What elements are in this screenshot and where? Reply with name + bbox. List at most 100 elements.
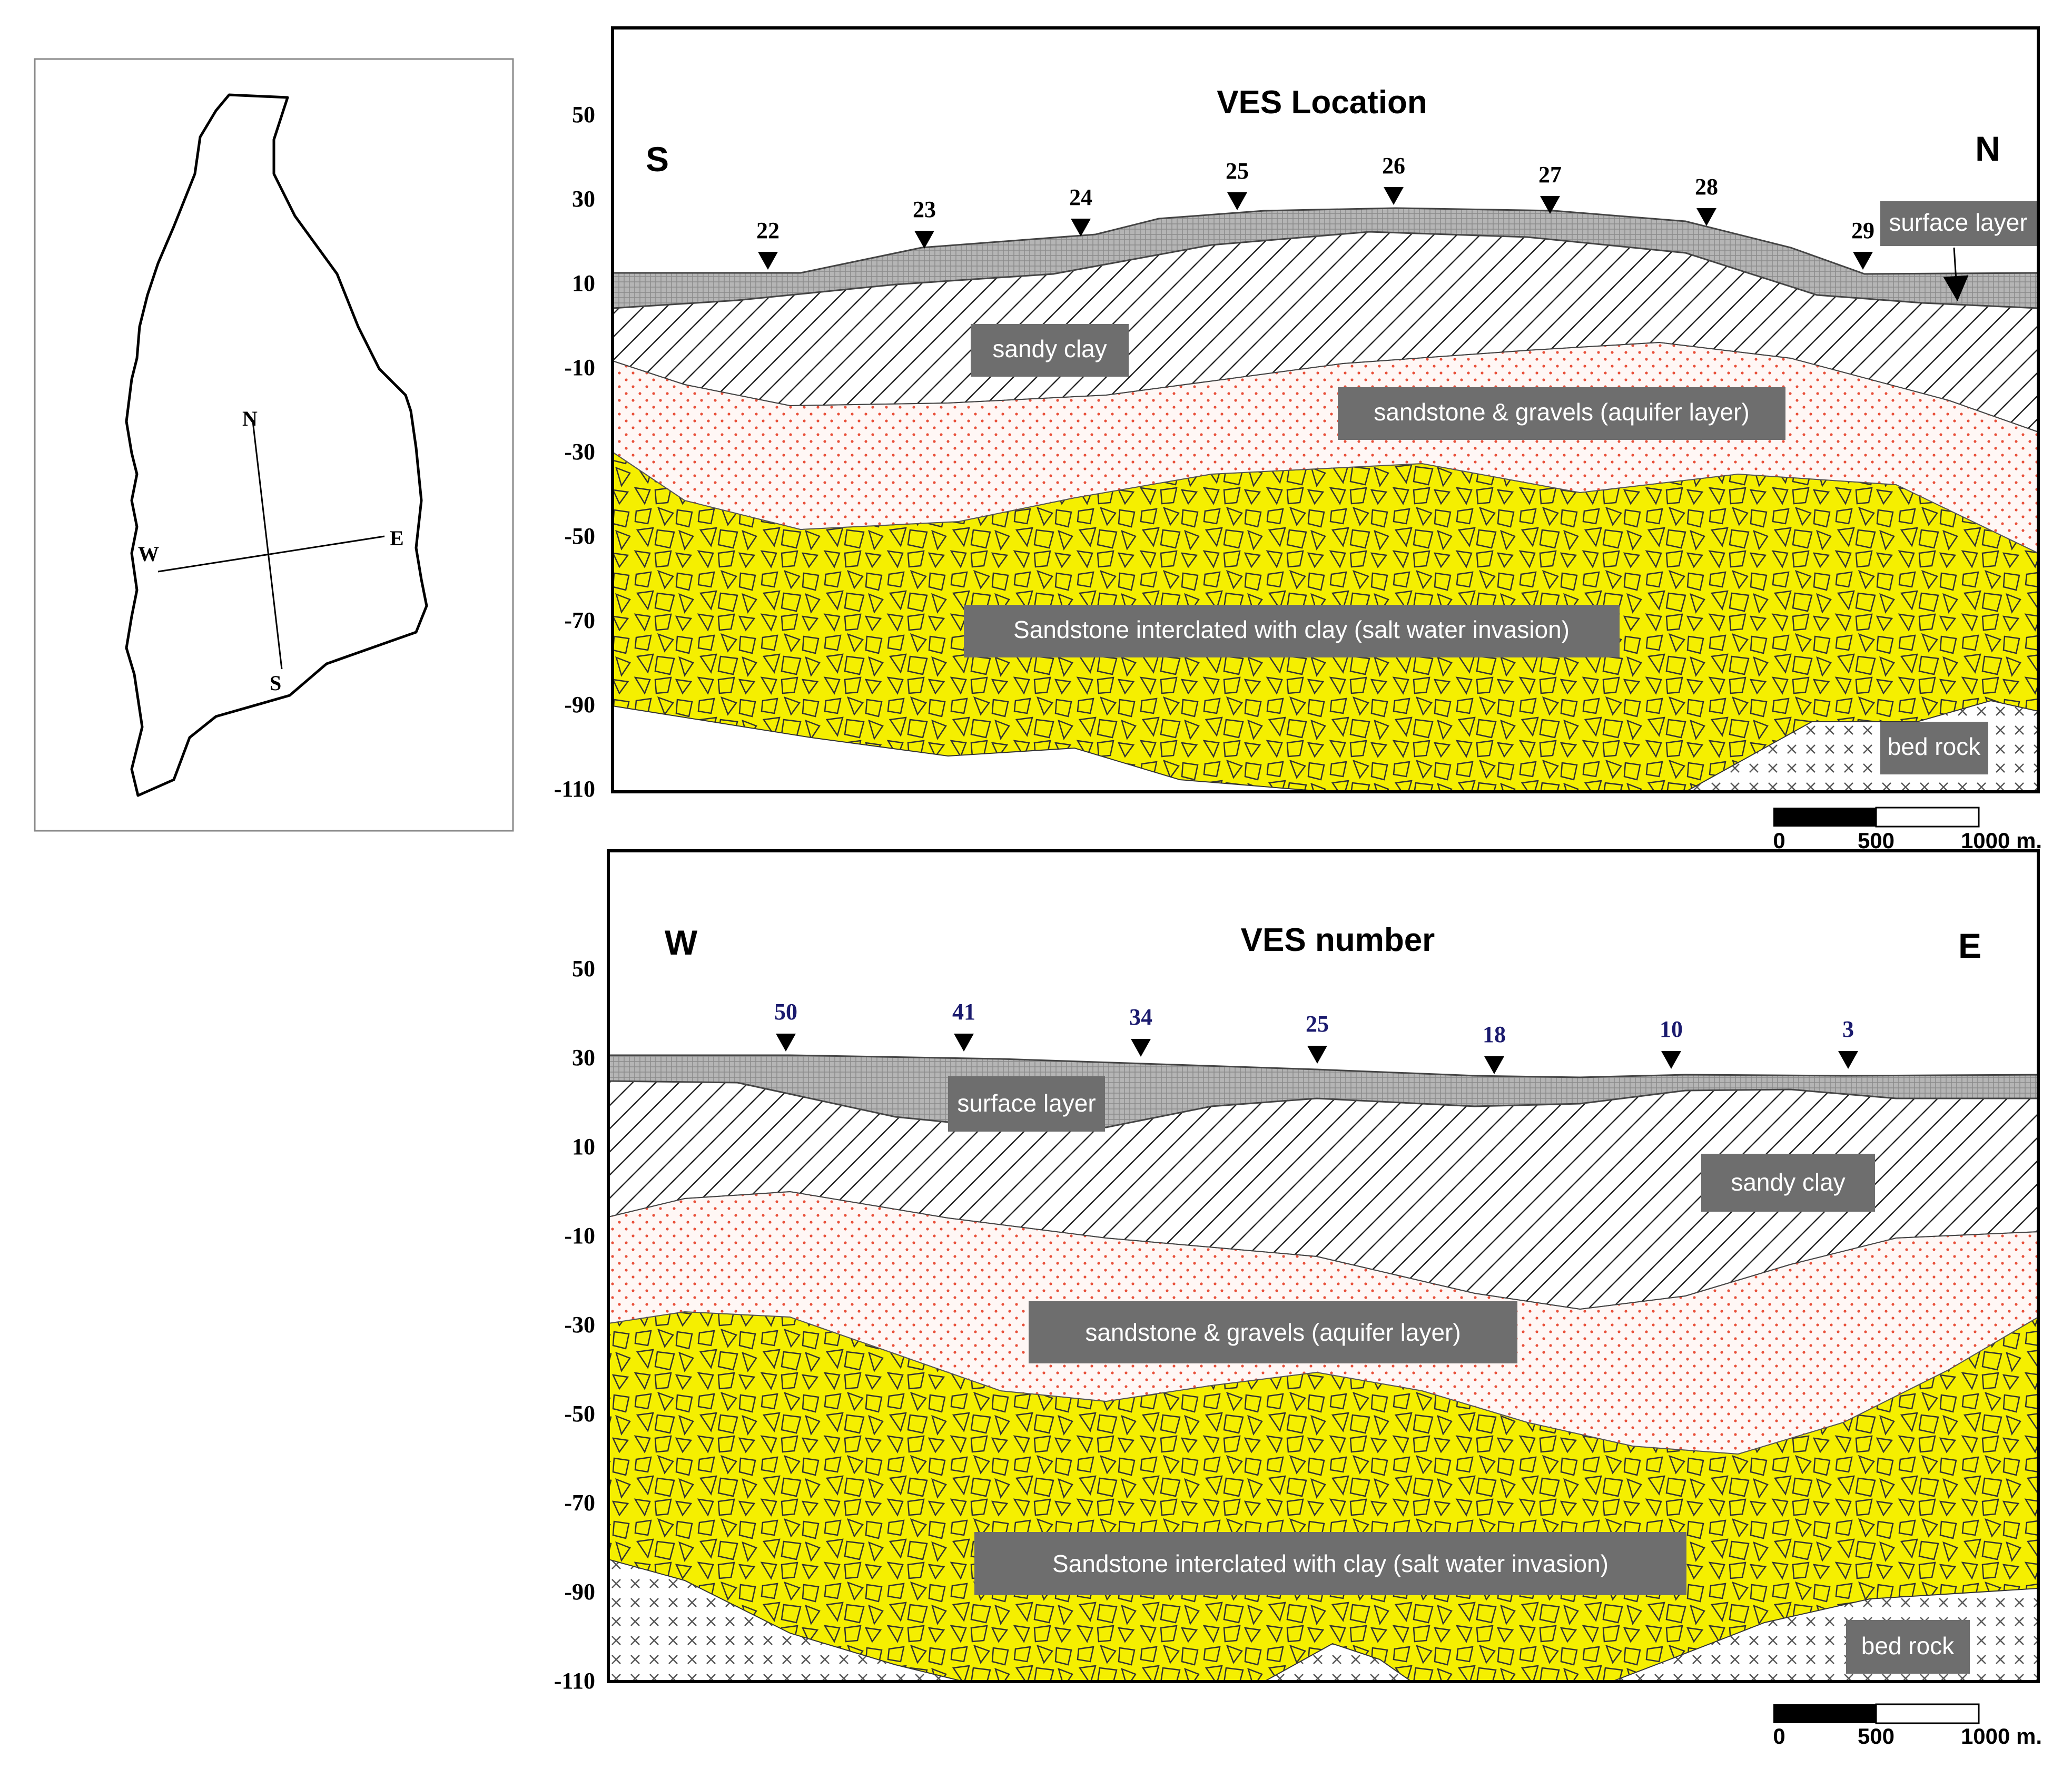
ves-marker-sn: 22 [756, 218, 780, 270]
label-aquifer-we-text: sandstone & gravels (aquifer layer) [1085, 1319, 1461, 1346]
label-bedrock-sn-text: bed rock [1888, 733, 1981, 760]
scale-sn-0: 0 [1773, 828, 1785, 853]
map-west-label: W [138, 542, 159, 566]
label-surface-we: surface layer [948, 1076, 1105, 1132]
frame-we [607, 849, 2040, 1683]
map-we-line [157, 535, 385, 573]
ytick-we-10: 10 [572, 1134, 595, 1160]
section-sn-right-dir: N [1975, 129, 2000, 168]
surface-layer-arrow [1943, 247, 1969, 301]
map-frame [34, 58, 514, 832]
ves-marker-sn: 27 [1538, 162, 1562, 214]
ytick-sn-neg50: -50 [564, 523, 595, 549]
ytick-sn-50: 50 [572, 102, 595, 127]
ves-marker-sn: 24 [1069, 184, 1092, 237]
ytick-we-neg30: -30 [564, 1312, 595, 1338]
ves-marker-label: 29 [1851, 218, 1874, 243]
ytick-sn-30: 30 [572, 186, 595, 212]
ves-marker-label: 25 [1306, 1011, 1329, 1037]
ves-marker-label: 41 [952, 999, 975, 1025]
label-sandy-clay-we-text: sandy clay [1731, 1168, 1845, 1196]
section-sn-title: VES Location [1217, 84, 1427, 121]
ytick-we-neg110: -110 [554, 1668, 595, 1694]
ves-marker-label: 23 [913, 197, 936, 222]
study-area-outline [125, 93, 428, 797]
ves-markers-sn: 22 23 24 25 26 27 28 29 [756, 153, 1874, 270]
scale-sn-1000: 1000 m. [1961, 828, 2042, 853]
ves-marker-we: 41 [952, 999, 975, 1052]
ves-marker-label: 34 [1129, 1004, 1152, 1030]
ves-marker-label: 28 [1695, 174, 1718, 200]
scale-we-0: 0 [1773, 1724, 1785, 1749]
section-we-left-dir: W [665, 923, 698, 962]
scale-sn-500: 500 [1858, 828, 1895, 853]
label-aquifer-sn-text: sandstone & gravels (aquifer layer) [1374, 398, 1749, 426]
ves-marker-label: 24 [1069, 184, 1092, 210]
scale-bar-sn: 0 500 1000 m. [1773, 807, 2042, 853]
ytick-we-neg10: -10 [564, 1223, 595, 1249]
ves-marker-we: 10 [1660, 1016, 1683, 1069]
scale-we-1000: 1000 m. [1961, 1724, 2042, 1749]
map-ns-line [252, 421, 283, 670]
label-bedrock-we: bed rock [1846, 1620, 1970, 1674]
location-map: N S E W [34, 58, 514, 832]
ves-marker-sn: 26 [1382, 153, 1405, 205]
ytick-sn-neg30: -30 [564, 439, 595, 465]
ves-marker-we: 25 [1306, 1011, 1329, 1064]
ytick-sn-neg10: -10 [564, 355, 595, 380]
label-sandy-clay-sn: sandy clay [971, 324, 1129, 377]
ves-marker-sn: 29 [1851, 218, 1874, 270]
map-east-label: E [390, 526, 404, 550]
label-sandstone-clay-we: Sandstone interclated with clay (salt wa… [974, 1532, 1686, 1595]
label-sandstone-clay-sn: Sandstone interclated with clay (salt wa… [964, 605, 1620, 657]
ves-marker-we: 34 [1129, 1004, 1152, 1057]
section-sn-left-dir: S [646, 140, 669, 179]
frame-sn [611, 26, 2040, 793]
label-surface-sn: surface layer [1880, 201, 2037, 246]
ytick-sn-neg90: -90 [564, 692, 595, 718]
ves-marker-label: 18 [1483, 1021, 1506, 1047]
ves-marker-label: 22 [756, 218, 780, 243]
label-aquifer-we: sandstone & gravels (aquifer layer) [1029, 1301, 1517, 1363]
ves-marker-label: 50 [774, 999, 797, 1025]
label-aquifer-sn: sandstone & gravels (aquifer layer) [1338, 387, 1785, 440]
section-we: 50 30 10 -10 -30 -50 -70 -90 -110 VES nu… [554, 849, 2042, 1749]
ytick-we-neg50: -50 [564, 1401, 595, 1427]
ves-marker-label: 25 [1226, 158, 1249, 184]
ves-marker-sn: 25 [1226, 158, 1249, 210]
scale-bar-we: 0 500 1000 m. [1773, 1703, 2042, 1749]
label-surface-sn-text: surface layer [1889, 209, 2027, 236]
map-south-label: S [270, 671, 281, 695]
label-bedrock-we-text: bed rock [1861, 1632, 1955, 1659]
section-sn: 50 30 10 -10 -30 -50 -70 -90 -110 VES Lo… [554, 26, 2042, 853]
ves-markers-we: 50 41 34 25 18 10 3 [774, 999, 1858, 1074]
ytick-we-neg90: -90 [564, 1579, 595, 1605]
ytick-we-30: 30 [572, 1045, 595, 1070]
ytick-sn-10: 10 [572, 270, 595, 296]
ytick-we-50: 50 [572, 956, 595, 981]
label-sandy-clay-sn-text: sandy clay [992, 335, 1107, 362]
map-north-label: N [242, 407, 258, 430]
ves-marker-label: 26 [1382, 153, 1405, 179]
ytick-sn-neg110: -110 [554, 776, 595, 802]
ves-marker-label: 10 [1660, 1016, 1683, 1042]
section-we-right-dir: E [1958, 926, 1981, 965]
label-sandstone-clay-sn-text: Sandstone interclated with clay (salt wa… [1013, 616, 1570, 643]
label-sandy-clay-we: sandy clay [1701, 1154, 1875, 1212]
ves-marker-sn: 28 [1695, 174, 1718, 226]
label-bedrock-sn: bed rock [1880, 722, 1988, 774]
ves-marker-we: 18 [1483, 1021, 1506, 1074]
ytick-sn-neg70: -70 [564, 607, 595, 633]
ves-marker-we: 3 [1838, 1016, 1858, 1069]
ves-marker-label: 27 [1538, 162, 1562, 188]
label-sandstone-clay-we-text: Sandstone interclated with clay (salt wa… [1052, 1550, 1609, 1577]
ves-marker-label: 3 [1842, 1016, 1854, 1042]
label-surface-we-text: surface layer [957, 1089, 1096, 1117]
y-axis-we: 50 30 10 -10 -30 -50 -70 -90 -110 [554, 956, 595, 1694]
ves-marker-sn: 23 [913, 197, 936, 249]
ves-marker-we: 50 [774, 999, 797, 1052]
section-we-title: VES number [1241, 922, 1435, 958]
y-axis-sn: 50 30 10 -10 -30 -50 -70 -90 -110 [554, 102, 595, 802]
ytick-we-neg70: -70 [564, 1490, 595, 1516]
